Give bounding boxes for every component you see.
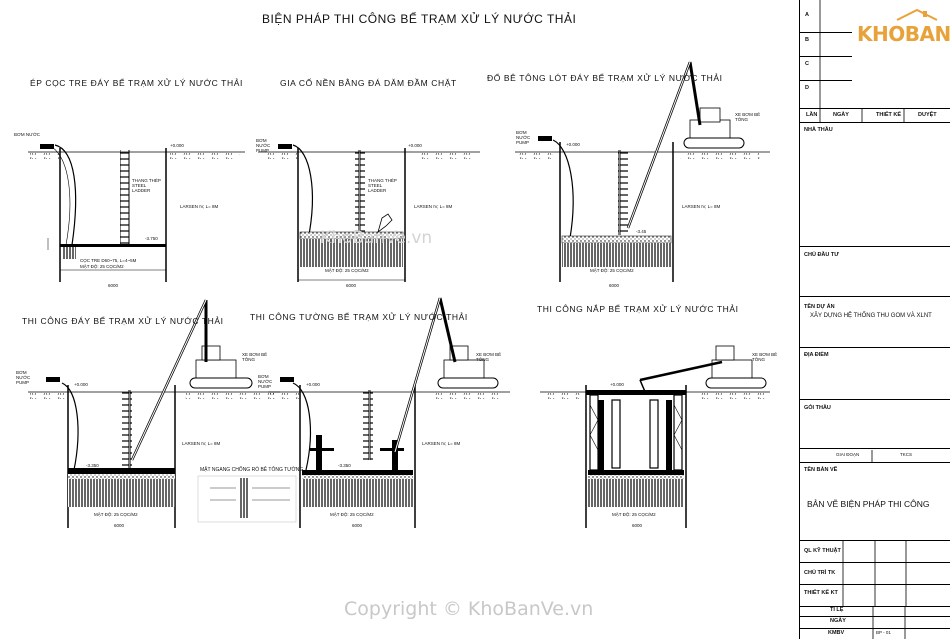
package-label: GÓI THẦU bbox=[804, 405, 831, 411]
p3-level-top: +0.000 bbox=[566, 142, 580, 147]
p2-density: MẬT ĐỘ: 25 CỌC/M2 bbox=[325, 268, 369, 273]
p4-width: 6000 bbox=[114, 523, 125, 528]
chief-label: CHỦ TRÌ TK bbox=[804, 570, 836, 576]
p5-level-top: +0.000 bbox=[306, 382, 320, 387]
p1-ladder-label: THANG THÉP STEEL LADDER bbox=[132, 178, 161, 193]
panel-3-drawing bbox=[515, 61, 770, 282]
panel-4-title: THI CÔNG ĐÁY BỂ TRẠM XỬ LÝ NƯỚC THẢI bbox=[22, 316, 224, 326]
p2-ladder-label: THANG THÉP STEEL LADDER bbox=[368, 178, 397, 193]
drawing-label: TÊN BẢN VẼ bbox=[804, 467, 838, 473]
location-label: ĐỊA ĐIỂM bbox=[804, 352, 829, 358]
drawing-name: BẢN VẼ BIỆN PHÁP THI CÔNG bbox=[807, 499, 930, 509]
p2-pump-label: BƠM NƯỚC PUMP bbox=[256, 138, 271, 153]
designer-label: THIẾT KẾ KT bbox=[804, 590, 838, 596]
panel-2-drawing bbox=[258, 144, 480, 282]
p3-level-bottom: -3.45 bbox=[636, 229, 647, 234]
p4-level-bottom: -3.350 bbox=[86, 463, 99, 468]
p3-sheet-label: LARSEN IV, L= 8M bbox=[682, 204, 721, 209]
p3-density: MẬT ĐỘ: 25 CỌC/M2 bbox=[590, 268, 634, 273]
scale-label: TỈ LỆ bbox=[830, 607, 844, 613]
p1-pump-label: BƠM NƯỚC bbox=[14, 132, 41, 137]
p1-level-bottom: -3.750 bbox=[145, 236, 158, 241]
investor-label: CHỦ ĐẦU TƯ bbox=[804, 252, 839, 258]
p3-pump-label: BƠM NƯỚC PUMP bbox=[516, 130, 531, 145]
p1-density: MẬT ĐỘ: 25 CỌC/M2 bbox=[80, 264, 124, 269]
qa-label: QL KỸ THUẬT bbox=[804, 548, 841, 554]
title-block-grid bbox=[819, 0, 907, 639]
p1-width: 6000 bbox=[108, 283, 119, 288]
page-title: BIỆN PHÁP THI CÔNG BỂ TRẠM XỬ LÝ NƯỚC TH… bbox=[262, 12, 577, 26]
rev-header-lan: LẦN bbox=[806, 112, 818, 118]
p5-density: MẬT ĐỘ: 25 CỌC/M2 bbox=[330, 512, 374, 517]
khobanve-logo: KHOBANVE bbox=[853, 8, 950, 48]
p4-sheet-label: LARSEN IV, L= 8M bbox=[182, 441, 221, 446]
p5-sheet-label: LARSEN IV, L= 8M bbox=[422, 441, 461, 446]
rev-letter-d: D bbox=[805, 85, 809, 91]
p1-pile-label: CỌC TRE D60~75, L=4~5M bbox=[80, 258, 137, 263]
panel-1-drawing bbox=[28, 144, 245, 282]
p6-level-top: +0.000 bbox=[610, 382, 624, 387]
date-label: NGÀY bbox=[830, 618, 846, 624]
project-label: TÊN DỰ ÁN bbox=[804, 304, 835, 310]
rev-letter-c: C bbox=[805, 61, 809, 67]
p6-truck-label: XE BƠM BÊ TÔNG bbox=[752, 352, 778, 362]
p4-truck-label: XE BƠM BÊ TÔNG bbox=[242, 352, 268, 362]
rev-letter-b: B bbox=[805, 37, 809, 43]
rev-header-thietke: THIẾT KẾ bbox=[876, 112, 902, 118]
panel-5-title: THI CÔNG TƯỜNG BỂ TRẠM XỬ LÝ NƯỚC THẢI bbox=[250, 312, 468, 322]
p6-width: 6000 bbox=[632, 523, 643, 528]
stage-value: TKCS bbox=[900, 452, 913, 457]
panel-6-title: THI CÔNG NẮP BỂ TRẠM XỬ LÝ NƯỚC THẢI bbox=[537, 304, 739, 314]
house-roof-icon bbox=[896, 8, 938, 21]
watermark-center: KhoBanVe.vn bbox=[320, 228, 433, 248]
p5-truck-label: XE BƠM BÊ TÔNG bbox=[476, 352, 502, 362]
p4-density: MẬT ĐỘ: 25 CỌC/M2 bbox=[94, 512, 138, 517]
rev-letter-a: A bbox=[805, 12, 809, 18]
p3-truck-label: XE BƠM BÊ TÔNG bbox=[735, 112, 761, 122]
rev-header-ngay: NGÀY bbox=[833, 112, 849, 118]
p3-width: 6000 bbox=[609, 283, 620, 288]
contractor-label: NHÀ THẦU bbox=[804, 127, 833, 133]
panel-1-title: ÉP CỌC TRE ĐÁY BỂ TRẠM XỬ LÝ NƯỚC THẢI bbox=[30, 78, 243, 88]
panel-2-title: GIA CỐ NỀN BẰNG ĐÁ DĂM ĐẦM CHẶT bbox=[280, 78, 457, 88]
sheet-number: BP - 01 bbox=[876, 630, 891, 635]
p2-width: 6000 bbox=[346, 283, 357, 288]
detail-title: MẶT NGANG CHỐNG RÒ BÊ TÔNG TƯỜNG bbox=[200, 467, 304, 473]
p2-sheet-label: LARSEN IV, L= 8M bbox=[414, 204, 453, 209]
watermark-copyright: Copyright © KhoBanVe.vn bbox=[344, 598, 594, 620]
stage-label: GIAI ĐOẠN bbox=[836, 452, 860, 457]
p1-level-top: +0.000 bbox=[170, 143, 184, 148]
panel-6-drawing bbox=[540, 345, 770, 528]
project-name: XÂY DỰNG HỆ THỐNG THU GOM VÀ XLNT bbox=[810, 313, 932, 319]
title-block: A B C D LẦN NGÀY THIẾT KẾ DUYỆT NHÀ THẦU… bbox=[799, 0, 950, 639]
p4-level-top: +0.000 bbox=[74, 382, 88, 387]
p5-width: 6000 bbox=[352, 523, 363, 528]
p2-level-top: +0.000 bbox=[408, 143, 422, 148]
p5-level-bottom: -3.350 bbox=[338, 463, 351, 468]
panel-5-drawing bbox=[268, 297, 510, 528]
detail-drawing bbox=[197, 475, 297, 523]
p1-sheet-label: LARSEN IV, L= 8M bbox=[180, 204, 219, 209]
p4-pump-label: BƠM NƯỚC PUMP bbox=[16, 370, 31, 385]
panel-4-drawing bbox=[28, 299, 280, 528]
logo-text: KHOBANVE bbox=[857, 22, 950, 46]
p6-density: MẬT ĐỘ: 25 CỌC/M2 bbox=[612, 512, 656, 517]
sheet-number-label: KMBV bbox=[828, 630, 845, 636]
panel-3-title: ĐỔ BÊ TÔNG LÓT ĐÁY BỂ TRẠM XỬ LÝ NƯỚC TH… bbox=[487, 73, 723, 83]
rev-header-duyet: DUYỆT bbox=[918, 112, 937, 118]
p5-pump-label: BƠM NƯỚC PUMP bbox=[258, 374, 273, 389]
